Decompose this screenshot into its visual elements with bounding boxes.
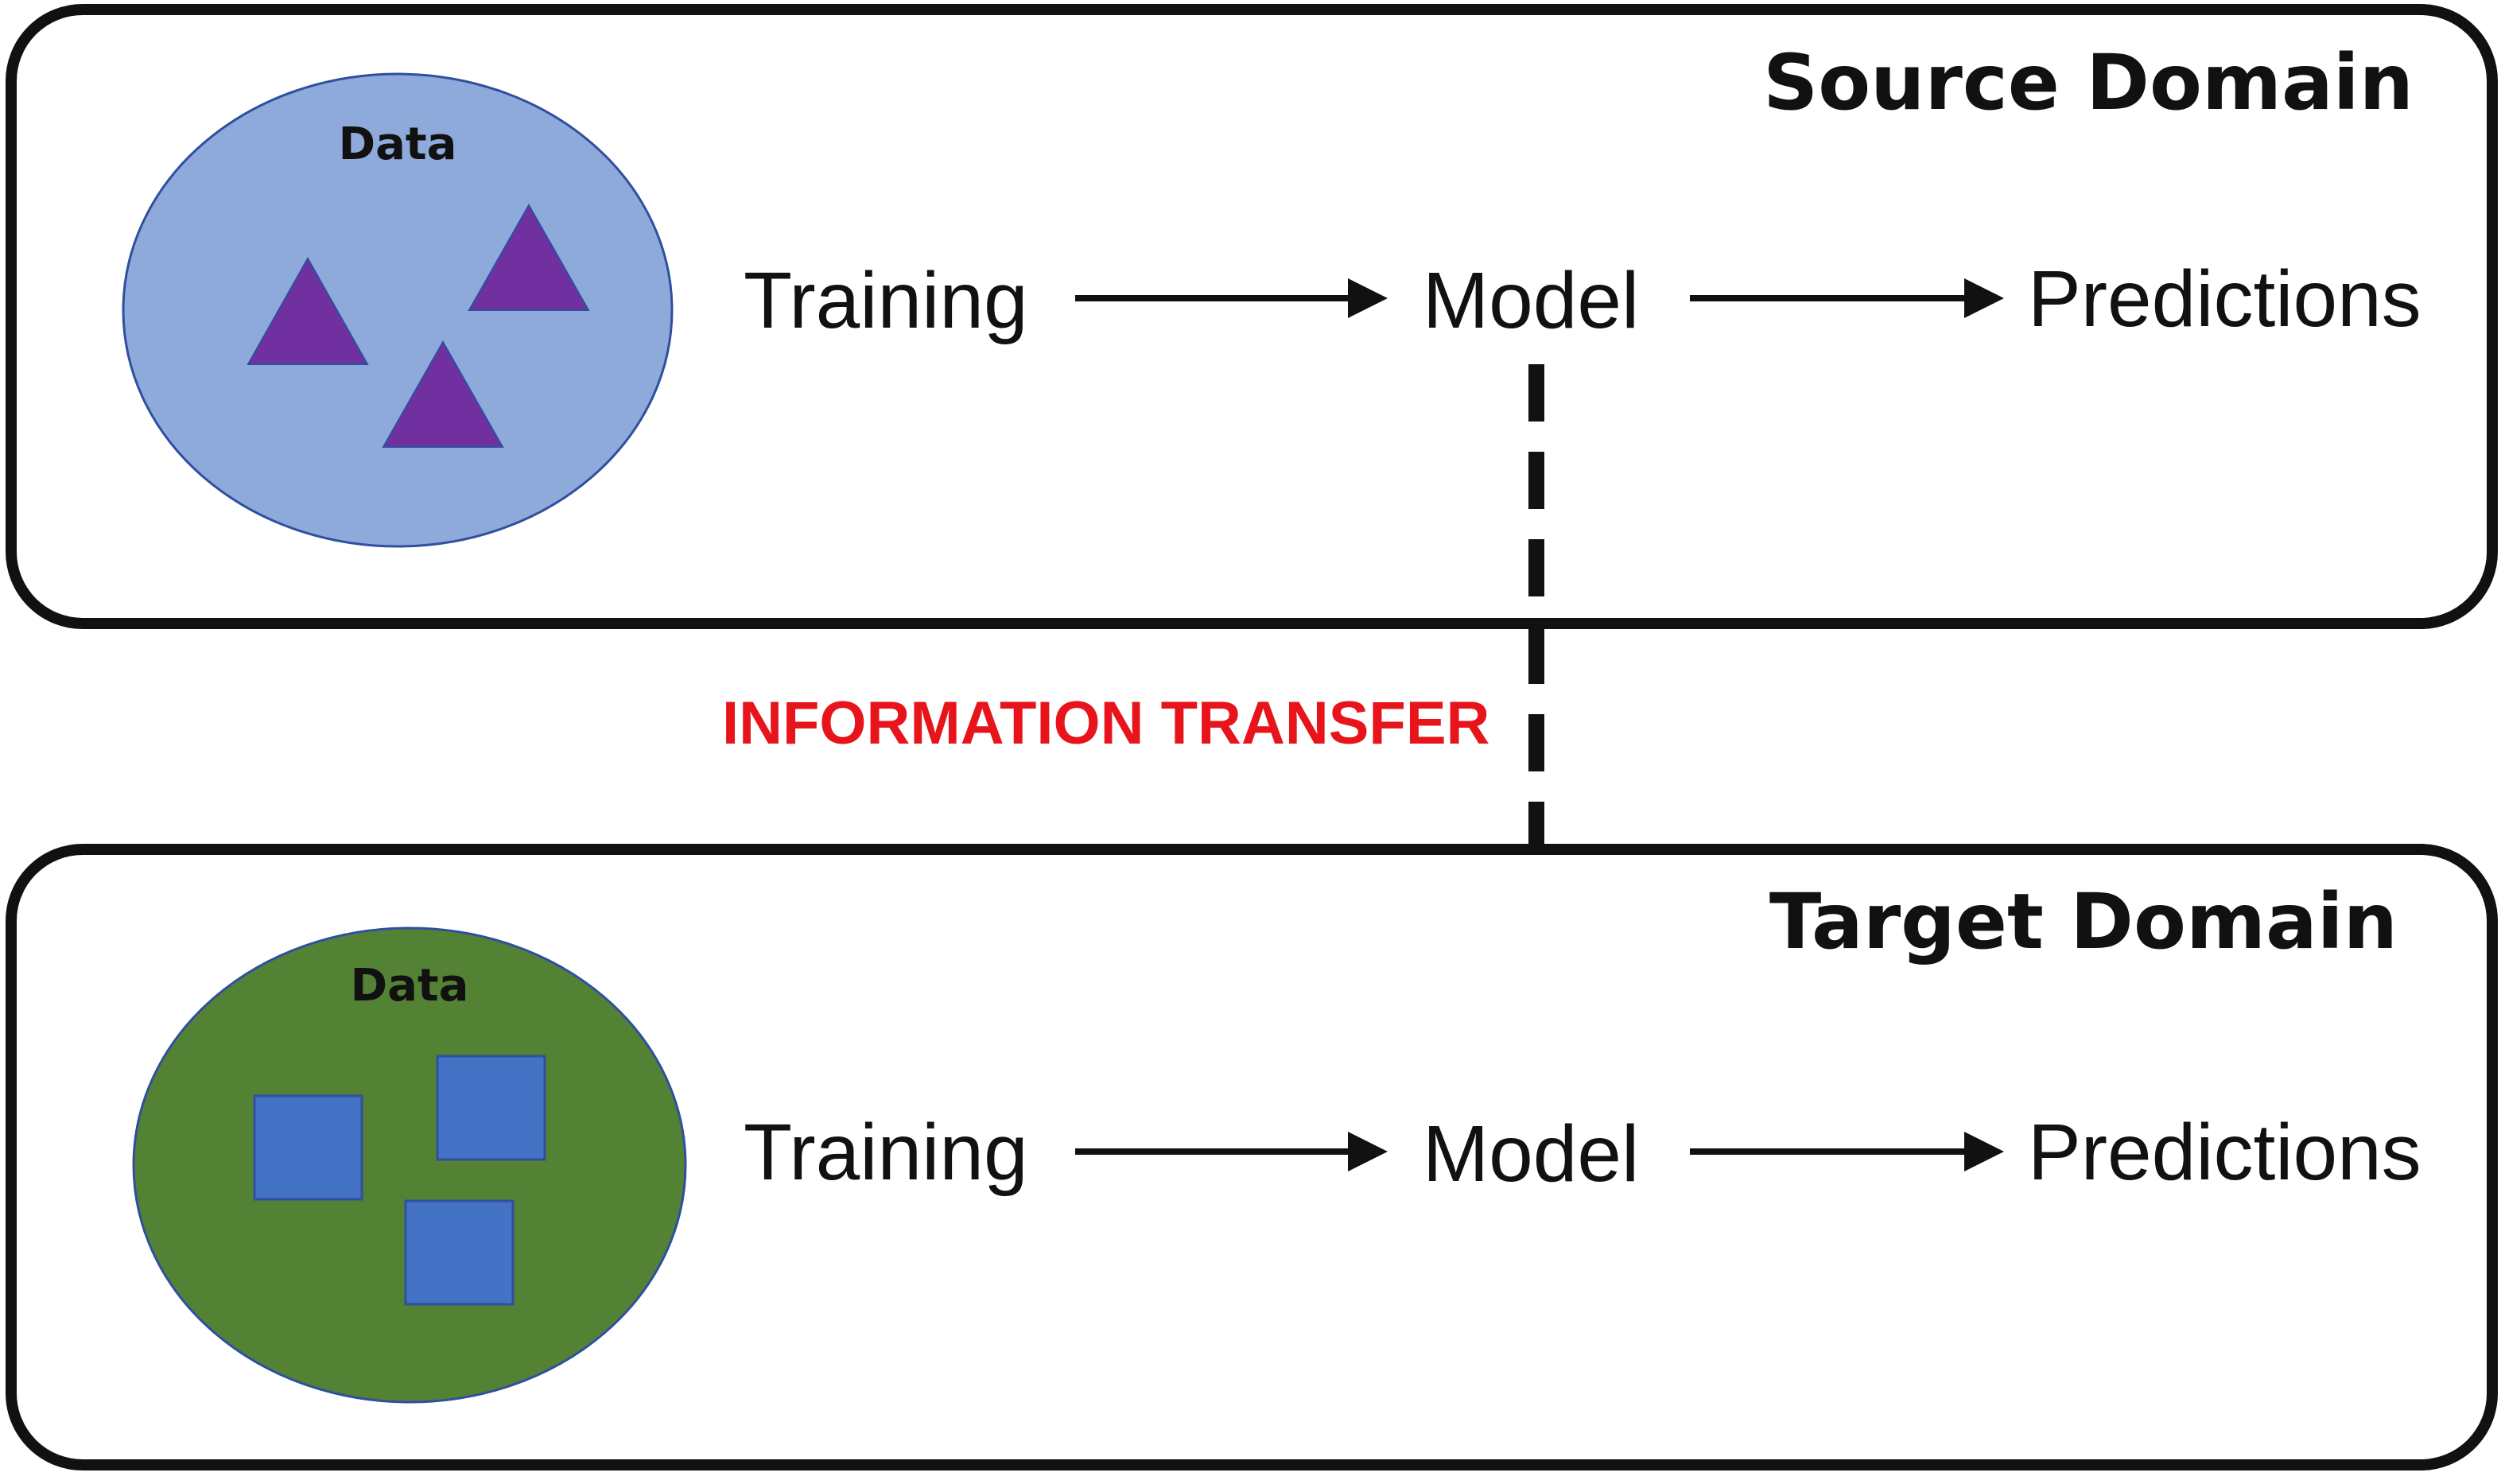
source-training-label: Training <box>744 256 1028 345</box>
triangle-icon <box>247 256 369 365</box>
target-data-label: Data <box>351 960 469 1012</box>
source-panel-frame <box>6 4 2498 629</box>
target-data-ellipse <box>132 927 687 1404</box>
square-icon <box>253 1094 363 1201</box>
source-arrow-predictions-head <box>1964 278 2004 318</box>
target-training-label: Training <box>744 1108 1028 1197</box>
target-domain-panel: Target Domain Data Training Model Predic… <box>6 844 2498 1470</box>
source-arrow-training-head <box>1348 278 1388 318</box>
source-predictions-label: Predictions <box>2028 254 2422 344</box>
source-panel-title: Source Domain <box>1763 38 2414 127</box>
source-data-ellipse <box>122 72 674 548</box>
square-icon <box>404 1199 515 1306</box>
source-domain-panel: Source Domain Data Training Model Predic… <box>6 4 2498 629</box>
target-predictions-label: Predictions <box>2028 1108 2422 1197</box>
transfer-label: INFORMATION TRANSFER <box>722 690 1489 757</box>
target-panel-title: Target Domain <box>1769 877 2398 966</box>
source-data-label: Data <box>339 118 457 170</box>
square-icon <box>436 1055 546 1161</box>
triangle-icon <box>468 203 590 311</box>
source-model-label: Model <box>1423 256 1639 345</box>
target-model-label: Model <box>1423 1109 1639 1198</box>
triangle-icon <box>382 340 504 448</box>
target-arrow-predictions-head <box>1964 1132 2004 1171</box>
target-arrow-training-head <box>1348 1132 1388 1171</box>
target-panel-frame <box>6 844 2498 1470</box>
